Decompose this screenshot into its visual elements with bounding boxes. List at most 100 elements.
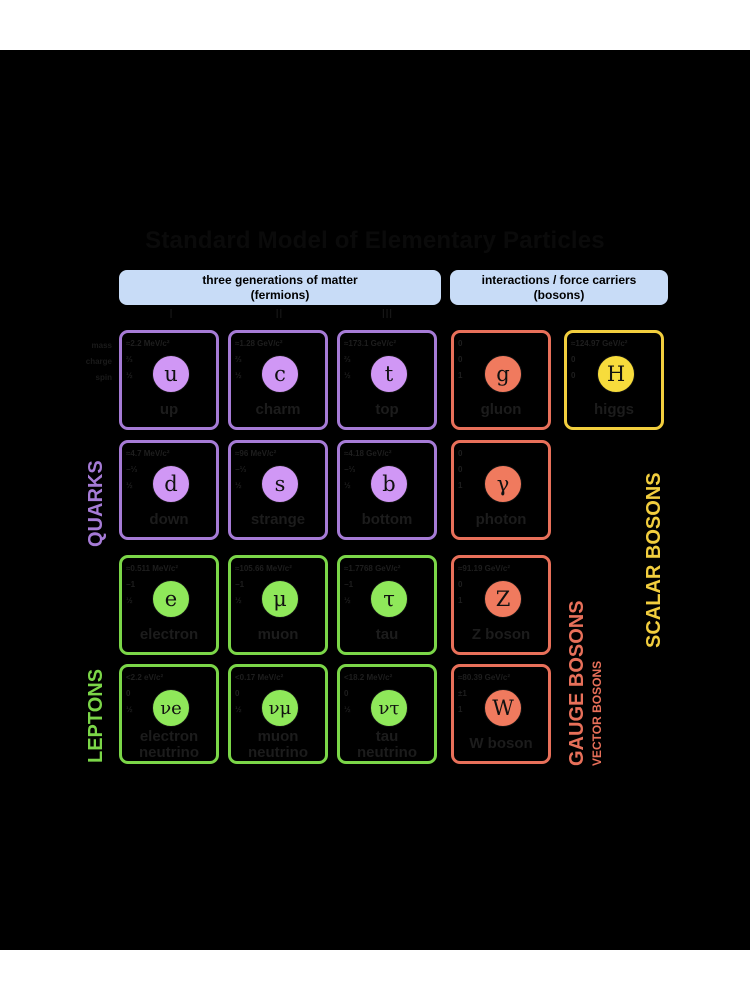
mass-value: 0 (458, 449, 463, 458)
charge-value: −⅓ (235, 465, 247, 474)
generation-1-label: I (169, 306, 173, 321)
quarks-label: QUARKS (85, 460, 107, 547)
mass-value: ≈1.28 GeV/c² (235, 339, 283, 348)
charge-value: 0 (458, 465, 463, 474)
particle-symbol: νμ (261, 689, 299, 727)
mass-value: ≈2.2 MeV/c² (126, 339, 170, 348)
particle-symbol: Z (484, 580, 522, 618)
particle-card-bottom: ≈4.18 GeV/c² −⅓ ½ b bottom (337, 440, 437, 540)
fermions-header-line1: three generations of matter (202, 272, 358, 287)
particle-card-electron: ≈0.511 MeV/c² −1 ½ e electron (119, 555, 219, 655)
particle-symbol: u (152, 355, 190, 393)
particle-symbol: ντ (370, 689, 408, 727)
particle-card-muon-neutrino: <0.17 MeV/c² 0 ½ νμ muon neutrino (228, 664, 328, 764)
charge-value: −1 (235, 580, 245, 589)
particle-symbol: g (484, 355, 522, 393)
charge-row-label: charge (85, 357, 112, 366)
particle-card-muon: ≈105.66 MeV/c² −1 ½ μ muon (228, 555, 328, 655)
spin-value: ½ (344, 596, 351, 605)
mass-value: ≈1.7768 GeV/c² (344, 564, 401, 573)
charge-value: ⅔ (235, 355, 242, 364)
spin-value: ½ (344, 705, 351, 714)
vector-bosons-label: VECTOR BOSONS (590, 660, 604, 766)
fermions-header: three generations of matter (fermions) (119, 270, 441, 305)
particle-name: muon (257, 626, 299, 643)
mass-value: 0 (458, 339, 463, 348)
particle-symbol: t (370, 355, 408, 393)
particle-symbol: c (261, 355, 299, 393)
particle-name: strange (250, 511, 306, 528)
charge-value: 0 (126, 689, 131, 698)
leptons-label: LEPTONS (85, 668, 107, 763)
particle-card-photon: 0 0 1 γ photon (451, 440, 551, 540)
particle-name-line2: neutrino (248, 744, 308, 761)
particle-name: bottom (361, 511, 413, 528)
charge-value: 0 (235, 689, 240, 698)
particle-card-higgs: ≈124.97 GeV/c² 0 0 H higgs (564, 330, 664, 430)
bosons-header: interactions / force carriers (bosons) (450, 270, 668, 305)
spin-value: ½ (235, 371, 242, 380)
spin-value: ½ (344, 481, 351, 490)
particle-name: gluon (480, 401, 522, 418)
particle-card-w-boson: ≈80.39 GeV/c² ±1 1 W W boson (451, 664, 551, 764)
scalar-bosons-label: SCALAR BOSONS (643, 472, 665, 648)
mass-value: ≈91.19 GeV/c² (458, 564, 510, 573)
spin-value: 1 (458, 371, 463, 380)
mass-value: <2.2 eV/c² (126, 673, 164, 682)
particle-card-charm: ≈1.28 GeV/c² ⅔ ½ c charm (228, 330, 328, 430)
gauge-bosons-label: GAUGE BOSONS (566, 600, 588, 766)
particle-symbol: μ (261, 580, 299, 618)
particle-name: tau (375, 626, 399, 643)
mass-value: ≈80.39 GeV/c² (458, 673, 510, 682)
spin-row-label: spin (95, 373, 112, 382)
particle-name: electron (139, 626, 199, 643)
particle-card-z-boson: ≈91.19 GeV/c² 0 1 Z Z boson (451, 555, 551, 655)
charge-value: ⅔ (126, 355, 133, 364)
spin-value: ½ (235, 481, 242, 490)
particle-symbol: d (152, 465, 190, 503)
mass-value: ≈4.7 MeV/c² (126, 449, 170, 458)
charge-value: 0 (571, 355, 576, 364)
particle-symbol: H (597, 355, 635, 393)
spin-value: ½ (344, 371, 351, 380)
charge-value: −1 (344, 580, 354, 589)
particle-card-electron-neutrino: <2.2 eV/c² 0 ½ νe electron neutrino (119, 664, 219, 764)
spin-value: 1 (458, 596, 463, 605)
mass-value: <18.2 MeV/c² (344, 673, 393, 682)
chart-title: Standard Model of Elementary Particles (145, 227, 605, 254)
particle-symbol: b (370, 465, 408, 503)
fermions-header-line2: (fermions) (250, 287, 310, 302)
charge-value: −⅓ (126, 465, 138, 474)
particle-symbol: e (152, 580, 190, 618)
bosons-header-line2: (bosons) (533, 287, 585, 302)
charge-value: 0 (458, 355, 463, 364)
particle-name: photon (475, 511, 527, 528)
particle-name: Z boson (471, 626, 531, 643)
spin-value: ½ (235, 596, 242, 605)
particle-name: W boson (469, 735, 533, 752)
spin-value: ½ (126, 705, 133, 714)
mass-value: ≈4.18 GeV/c² (344, 449, 392, 458)
particle-name-line1: tau (375, 728, 399, 745)
charge-value: 0 (458, 580, 463, 589)
charge-value: ⅔ (344, 355, 351, 364)
mass-value: ≈124.97 GeV/c² (571, 339, 628, 348)
charge-value: −1 (126, 580, 136, 589)
spin-value: ½ (235, 705, 242, 714)
spin-value: 1 (458, 481, 463, 490)
particle-name: top (375, 401, 399, 418)
spin-value: ½ (126, 596, 133, 605)
particle-name-line1: muon (257, 728, 299, 745)
particle-name: higgs (594, 401, 634, 418)
charge-value: −⅓ (344, 465, 356, 474)
particle-symbol: τ (370, 580, 408, 618)
particle-name-line2: neutrino (139, 744, 199, 761)
particle-symbol: γ (484, 465, 522, 503)
bosons-header-line1: interactions / force carriers (481, 272, 637, 287)
particle-symbol: W (484, 689, 522, 727)
mass-value: <0.17 MeV/c² (235, 673, 284, 682)
particle-symbol: νe (152, 689, 190, 727)
generation-2-label: II (275, 306, 283, 321)
mass-value: ≈0.511 MeV/c² (126, 564, 178, 573)
spin-value: ½ (126, 481, 133, 490)
